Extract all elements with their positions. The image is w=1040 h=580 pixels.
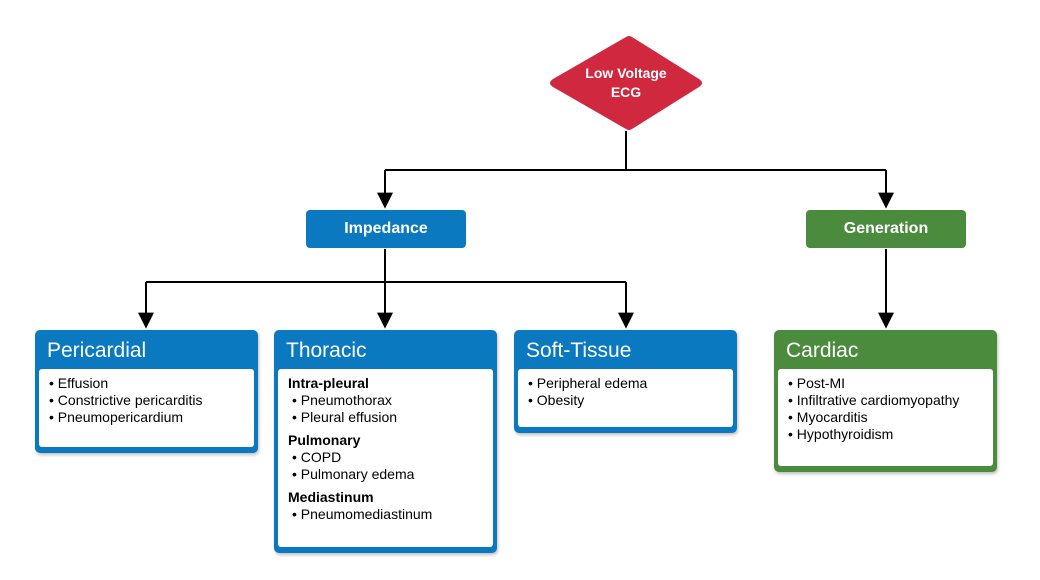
group-intra-pleural: Intra-pleural Pneumothorax Pleural effus… [288,375,485,426]
list-item: Pleural effusion [288,409,485,426]
group-pulmonary: Pulmonary COPD Pulmonary edema [288,432,485,483]
list-item: COPD [288,449,485,466]
card-title: Thoracic [286,339,367,362]
category-generation: Generation [806,210,966,248]
card-body: Effusion Constrictive pericarditis Pneum… [39,369,254,447]
card-body: Intra-pleural Pneumothorax Pleural effus… [278,369,493,547]
list-item: Pulmonary edema [288,466,485,483]
card-cardiac: Cardiac Post-MI Infiltrative cardiomyopa… [774,330,997,472]
card-title: Pericardial [47,339,147,362]
group-title: Intra-pleural [288,375,369,391]
card-thoracic: Thoracic Intra-pleural Pneumothorax Pleu… [274,330,497,553]
list-item: Pneumomediastinum [288,506,485,523]
list-item: Myocarditis [788,409,985,426]
card-pericardial: Pericardial Effusion Constrictive perica… [35,330,258,453]
diamond-shape [550,36,702,130]
root-decision-node: Low Voltage ECG [547,35,705,131]
card-title: Cardiac [786,339,859,362]
card-soft-tissue: Soft-Tissue Peripheral edema Obesity [514,330,737,433]
group-mediastinum: Mediastinum Pneumomediastinum [288,489,485,523]
list-item: Constrictive pericarditis [49,392,246,409]
group-title: Mediastinum [288,489,374,505]
card-body: Post-MI Infiltrative cardiomyopathy Myoc… [778,369,993,466]
card-body: Peripheral edema Obesity [518,369,733,427]
group-title: Pulmonary [288,432,361,448]
list-item: Effusion [49,375,246,392]
list-item: Hypothyroidism [788,426,985,443]
category-impedance: Impedance [306,210,466,248]
list-item: Infiltrative cardiomyopathy [788,392,985,409]
list-item: Obesity [528,392,725,409]
list-item: Peripheral edema [528,375,725,392]
list-item: Post-MI [788,375,985,392]
list-item: Pneumothorax [288,392,485,409]
root-label: Low Voltage ECG [585,65,667,100]
card-title: Soft-Tissue [526,339,632,362]
list-item: Pneumopericardium [49,409,246,426]
